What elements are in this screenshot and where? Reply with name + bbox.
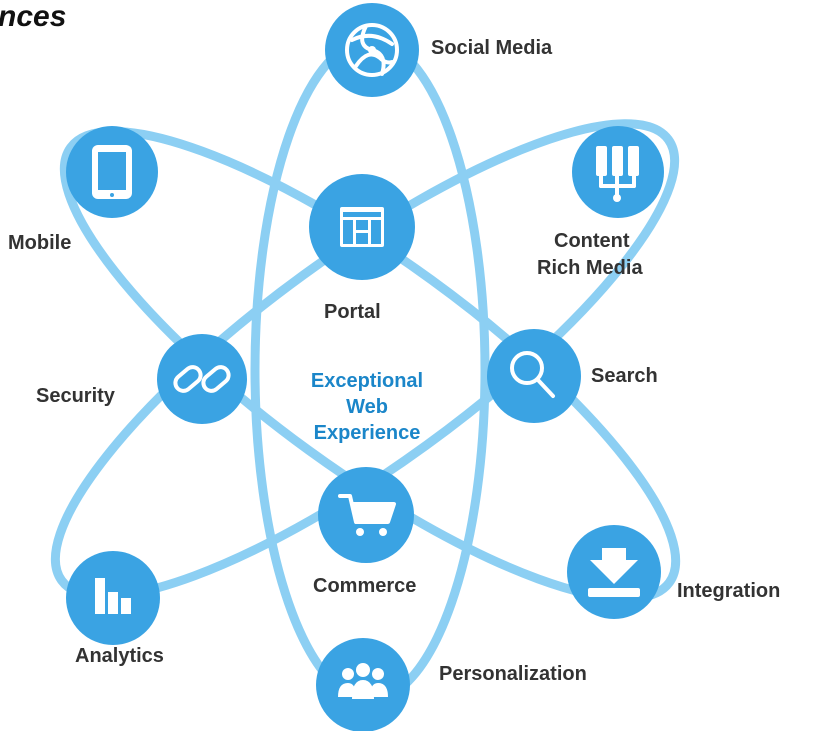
mobile-label: Mobile: [8, 232, 71, 254]
node-content[interactable]: Content Rich Media: [537, 126, 664, 279]
node-search[interactable]: Search: [487, 329, 658, 423]
portal-label: Portal: [324, 301, 381, 323]
analytics-label: Analytics: [75, 645, 164, 667]
center-line-2: Web: [346, 396, 388, 418]
portal-icon: [340, 207, 384, 247]
integration-label: Integration: [677, 580, 780, 602]
node-security[interactable]: Security: [36, 334, 247, 424]
center-line-3: Experience: [314, 422, 421, 444]
center-title: Exceptional Web Experience: [311, 370, 423, 444]
node-personalization[interactable]: Personalization: [316, 638, 587, 731]
personalization-label: Personalization: [439, 663, 587, 685]
center-line-1: Exceptional: [311, 370, 423, 392]
node-social-media[interactable]: Social Media: [325, 3, 553, 97]
social-media-label: Social Media: [431, 37, 553, 59]
tablet-icon: [92, 145, 132, 199]
magnifier-icon: [510, 351, 555, 398]
security-label: Security: [36, 385, 116, 407]
globe-icon: [345, 23, 399, 77]
orbit-ascending: [50, 119, 680, 601]
link-icon: [173, 365, 231, 393]
node-mobile[interactable]: Mobile: [8, 126, 158, 254]
node-integration[interactable]: Integration: [567, 525, 780, 619]
orbit-descending: [59, 127, 681, 603]
people-icon: [338, 663, 388, 699]
content-hierarchy-icon: [596, 146, 639, 202]
node-portal[interactable]: Portal: [309, 174, 415, 323]
node-commerce[interactable]: Commerce: [313, 467, 416, 597]
security-circle: [157, 334, 247, 424]
download-tray-icon: [588, 548, 640, 597]
node-analytics[interactable]: Analytics: [66, 551, 164, 667]
commerce-label: Commerce: [313, 575, 416, 597]
header-title-fragment: nces: [0, 0, 66, 33]
content-label-line1: Content: [554, 230, 630, 252]
search-label: Search: [591, 365, 658, 387]
content-label-line2: Rich Media: [537, 257, 643, 279]
bar-chart-icon: [95, 578, 131, 614]
search-circle: [487, 329, 581, 423]
cart-icon: [338, 494, 396, 536]
